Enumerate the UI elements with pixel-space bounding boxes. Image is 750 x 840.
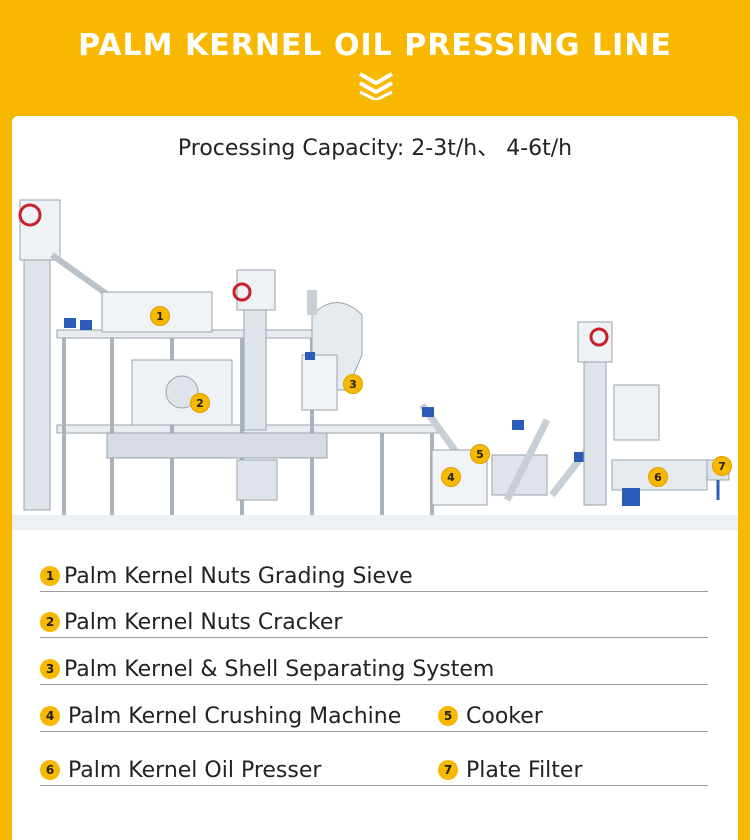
marker-7: 7 — [712, 456, 732, 476]
marker-6: 6 — [648, 467, 668, 487]
legend-item: 2 Palm Kernel Nuts Cracker — [40, 607, 342, 637]
legend-row: 2 Palm Kernel Nuts Cracker — [40, 607, 708, 638]
marker-1: 1 — [150, 306, 170, 326]
legend-item: 4 Palm Kernel Crushing Machine — [40, 701, 401, 731]
number-badge: 5 — [438, 706, 458, 726]
legend-label: Palm Kernel Nuts Grading Sieve — [64, 563, 413, 589]
marker-2: 2 — [190, 393, 210, 413]
legend-label: Palm Kernel Crushing Machine — [68, 703, 402, 729]
legend-label: Palm Kernel Nuts Cracker — [64, 609, 343, 635]
chevron-down-icon — [359, 72, 393, 100]
marker-4: 4 — [441, 467, 461, 487]
number-badge: 3 — [40, 659, 60, 679]
legend-label: Cooker — [466, 703, 543, 729]
legend-item: 5 Cooker — [438, 701, 543, 731]
marker-3: 3 — [343, 374, 363, 394]
legend-item: 7 Plate Filter — [438, 755, 583, 785]
number-badge: 4 — [40, 706, 60, 726]
legend-row: 6 Palm Kernel Oil Presser 7 Plate Filter — [40, 755, 708, 786]
processing-capacity: Processing Capacity: 2-3t/h、 4-6t/h — [177, 136, 573, 161]
legend-item: 1 Palm Kernel Nuts Grading Sieve — [40, 561, 413, 591]
number-badge: 2 — [40, 612, 60, 632]
number-badge: 7 — [438, 760, 458, 780]
legend-row: 1 Palm Kernel Nuts Grading Sieve — [40, 561, 708, 592]
page-title: PALM KERNEL OIL PRESSING LINE — [78, 28, 672, 63]
marker-5: 5 — [470, 444, 490, 464]
number-badge: 6 — [40, 760, 60, 780]
legend-item: 3 Palm Kernel & Shell Separating System — [40, 654, 494, 684]
legend-label: Palm Kernel Oil Presser — [68, 757, 322, 783]
number-badge: 1 — [40, 566, 60, 586]
legend-row: 3 Palm Kernel & Shell Separating System — [40, 654, 708, 685]
pressing-line-illustration — [12, 199, 738, 530]
legend-item: 6 Palm Kernel Oil Presser — [40, 755, 321, 785]
elevator-left — [18, 199, 76, 511]
legend-label: Palm Kernel & Shell Separating System — [64, 656, 495, 682]
legend-label: Plate Filter — [466, 757, 583, 783]
legend-row: 4 Palm Kernel Crushing Machine 5 Cooker — [40, 701, 708, 732]
